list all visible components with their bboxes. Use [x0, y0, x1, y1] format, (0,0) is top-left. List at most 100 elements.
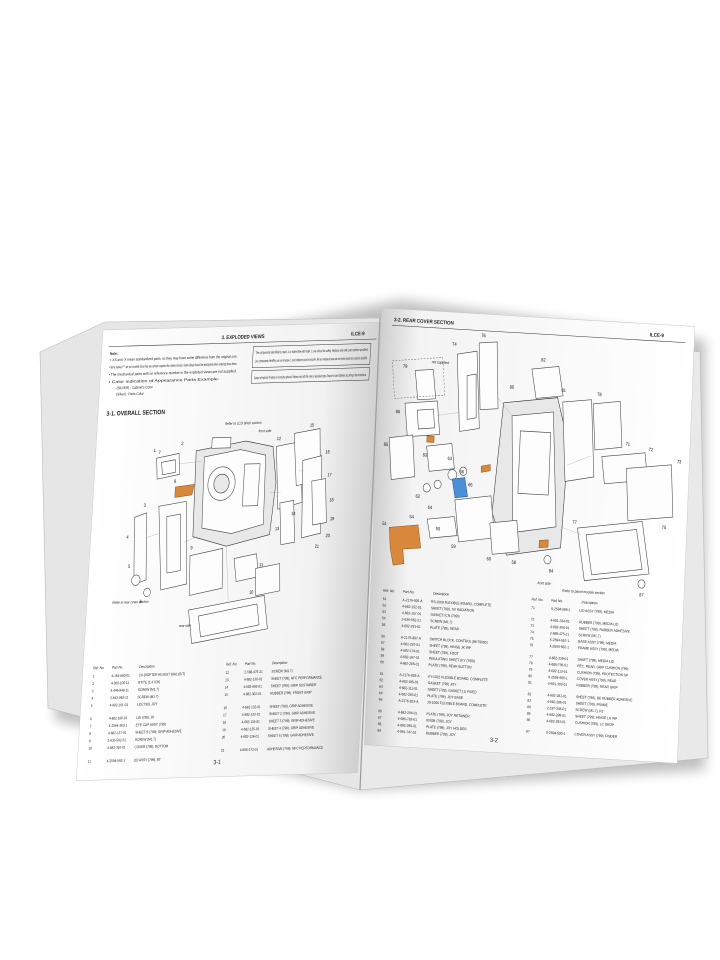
parts-cell-ref-no: 77	[529, 655, 533, 659]
section-title-left: 3-1. OVERALL SECTION	[106, 410, 165, 418]
parts-cell-description: BASE ASSY (799), MEDIA	[578, 639, 617, 646]
parts-cell-ref-no: 82	[528, 692, 532, 696]
rear-exploded-diagram: not supplied	[382, 333, 682, 598]
parts-cell-ref-no: 72	[531, 617, 535, 621]
parts-cell-ref-no: 19	[222, 728, 226, 732]
parts-cell-ref-no: 63	[379, 684, 383, 688]
parts-cell-part-no: 4-686-783-01	[398, 717, 417, 722]
parts-cell-ref-no: 64	[379, 691, 383, 695]
note-line: • The mechanical parts with no reference…	[109, 369, 237, 377]
parts-cell-part-no: 4-682-133-01	[242, 712, 261, 717]
parts-cell-part-no: 4-682-152-01	[402, 604, 421, 609]
col-ref: Ref. No.	[531, 597, 543, 602]
svg-text:73: 73	[677, 459, 682, 465]
parts-cell-description: PLATE (799), REAR BUTTON	[428, 663, 472, 670]
parts-cell-description: LID ASSY (799), MEDIA	[579, 608, 614, 614]
parts-cell-description: GASKET (799) JOY	[428, 681, 457, 687]
parts-cell-part-no: X-2594-565-1	[548, 675, 568, 680]
parts-cell-description: SHEET (799), GASKET (1) FIXED	[427, 687, 477, 694]
parts-cell-ref-no: 84	[527, 705, 531, 709]
overall-exploded-diagram: Refer to LCD block section front side	[112, 421, 335, 644]
parts-cell-ref-no: 12	[225, 671, 229, 675]
parts-cell-ref-no: 78	[529, 661, 533, 665]
svg-text:2: 2	[181, 441, 184, 447]
parts-cell-description: LID ASSY (799), BT	[134, 757, 162, 762]
parts-cell-description: SHEET (799), GRIP ADHESIVE	[269, 703, 313, 709]
svg-text:21: 21	[315, 543, 320, 549]
svg-text:82: 82	[541, 357, 546, 363]
model-label-left: ILCE-9	[351, 331, 365, 338]
parts-cell-part-no: 4-682-283-01	[546, 719, 565, 724]
parts-cell-ref-no: 57	[381, 641, 385, 645]
parts-cell-part-no: 4-682-339-01	[549, 656, 568, 661]
svg-text:18: 18	[329, 497, 334, 503]
parts-cell-part-no: 4-682-157-01	[402, 611, 421, 616]
left-page: 3. EXPLODED VIEWS ILCE-9 Note: • -XX and…	[76, 321, 385, 781]
col-desc: Description	[582, 600, 598, 605]
parts-cell-description: SHEET (799), HINGE JK WP	[429, 643, 471, 650]
parts-cell-part-no: X-2594-592-1	[106, 758, 125, 763]
parts-cell-part-no: X-2594-590-1	[546, 730, 566, 735]
parts-cell-description: GASKET (CN (799))	[430, 612, 459, 618]
parts-cell-description: FRAME ASSY (799), MEDIA	[578, 646, 620, 653]
parts-cell-part-no: 4-682-310-01	[107, 745, 126, 750]
parts-cell-ref-no: 68	[378, 722, 382, 726]
svg-text:9: 9	[190, 545, 193, 551]
annotation-to-rear: Refer to rear cover section	[112, 600, 148, 605]
parts-cell-ref-no: 61	[380, 672, 384, 676]
chapter-title: 3. EXPLODED VIEWS	[221, 334, 264, 342]
annotation-rear-side: rear side	[179, 623, 191, 628]
svg-text:16: 16	[325, 449, 330, 455]
parts-cell-description: SCREW (M1.7)	[430, 619, 452, 625]
annotation-to-panel: Refer to panel module section	[562, 589, 605, 596]
parts-cell-ref-no: 80	[528, 674, 532, 678]
svg-text:86: 86	[396, 409, 401, 415]
parts-cell-description: SHEET (799), RE RUBBER ADHESIVE	[576, 695, 633, 703]
parts-cell-part-no: 4-682-285-01	[400, 661, 419, 666]
svg-text:84: 84	[549, 568, 554, 574]
parts-cell-part-no: 4-682-136-01	[240, 734, 259, 739]
parts-cell-part-no: 4-691-334-01	[550, 618, 569, 623]
parts-cell-description: REC. REAR, GRIP CUSHION (799)	[577, 664, 628, 671]
parts-cell-description: BT/TE (1.4 ICH)	[138, 680, 160, 685]
parts-cell-ref-no: 69	[377, 728, 381, 732]
note-line: • Items marked "*" are not stocked since…	[109, 362, 237, 370]
col-ref: Ref. No.	[383, 588, 395, 593]
svg-text:17: 17	[327, 472, 332, 478]
parts-cell-ref-no: 87	[526, 729, 530, 733]
parts-cell-description: LID (799), JOY	[137, 702, 158, 707]
parts-cell-description: CV-DIOPTER ADJUST DIAL (B/T)	[139, 672, 186, 678]
note-line: • -XX and -X mean standardized parts, so…	[110, 354, 238, 362]
parts-cell-part-no: A-2176-923-A	[398, 698, 419, 704]
parts-cell-description: SCREW (M1.7)	[271, 669, 292, 674]
col-part: Part No.	[245, 661, 257, 666]
parts-cell-ref-no: 21	[221, 748, 225, 752]
parts-cell-description: CUSHION (799), LC DROP	[575, 721, 615, 728]
svg-text:15: 15	[310, 422, 315, 428]
parts-cell-ref-no: 20	[222, 735, 226, 739]
parts-cell-part-no: 4-682-134-01	[241, 719, 260, 724]
parts-cell-ref-no: 4	[91, 696, 93, 700]
parts-cell-ref-no: 65	[379, 697, 383, 701]
parts-cell-part-no: 4-696-372-01	[240, 747, 259, 752]
parts-cell-ref-no: 85	[527, 711, 531, 715]
parts-cell-description: SHEET B (799), GRIP ADHESIVE	[135, 729, 182, 735]
note-heading: Note:	[110, 351, 118, 356]
parts-cell-part-no: 4-682-137-01	[108, 731, 127, 736]
parts-cell-description: SHEET (799), RUBBER ADHESIVE	[579, 626, 631, 633]
parts-cell-ref-no: 76	[530, 643, 534, 647]
parts-cell-ref-no: 73	[530, 624, 534, 628]
note-line: (SILVER) : Cabinet's Color	[116, 385, 153, 390]
parts-cell-ref-no: 75	[530, 636, 534, 640]
parts-cell-description: RUBBER (799), JOY	[426, 731, 457, 737]
parts-cell-ref-no: 66	[378, 709, 382, 713]
svg-text:76: 76	[481, 333, 486, 339]
parts-cell-part-no: 4-682-135-01	[241, 727, 260, 732]
parts-cell-part-no: 4-682-293-01	[399, 692, 418, 697]
parts-cell-part-no: 2-643-062-11	[110, 695, 129, 700]
parts-cell-ref-no: 71	[531, 606, 535, 610]
parts-cell-ref-no: 53	[382, 610, 386, 614]
parts-cell-description: COVER ASSY (799), REAR	[577, 677, 617, 684]
svg-text:63: 63	[448, 456, 453, 462]
